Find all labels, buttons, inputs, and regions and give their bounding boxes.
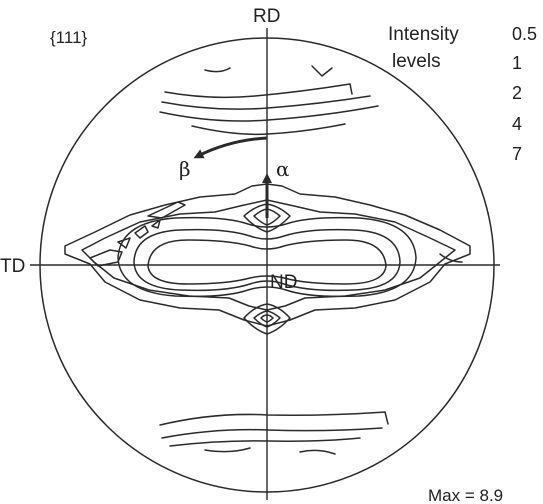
- alpha-label: α: [276, 157, 290, 181]
- contour-islands: [89, 201, 463, 267]
- contour-line: [253, 208, 281, 226]
- legend-level: 2: [512, 83, 522, 103]
- legend-title-line1: Intensity: [388, 24, 459, 45]
- contour-line: [243, 303, 291, 335]
- contour-line: [243, 203, 291, 233]
- beta-arrow: [193, 136, 268, 159]
- contour-line: [64, 183, 471, 327]
- contour-line: [204, 447, 251, 453]
- contour-line: [204, 67, 231, 73]
- contour-line: [191, 123, 346, 136]
- beta-label: β: [179, 157, 191, 181]
- contour-line: [439, 253, 463, 263]
- contour-group-bottom: [159, 411, 389, 455]
- td-label: TD: [0, 256, 25, 277]
- legend-level: 0.5: [512, 24, 537, 44]
- contour-line: [169, 437, 361, 447]
- contour-line: [161, 95, 371, 110]
- contour-line: [161, 427, 383, 439]
- contour-peaks: [243, 203, 291, 335]
- contour-line: [260, 314, 274, 323]
- contour-group-top: [159, 65, 379, 136]
- contour-line: [159, 411, 389, 426]
- plane-label: {111}: [50, 28, 88, 47]
- legend-level: 1: [512, 53, 522, 73]
- contour-line: [159, 105, 379, 122]
- contour-line: [117, 216, 417, 298]
- contour-line: [311, 65, 333, 77]
- contour-group-center: [64, 183, 471, 327]
- contour-line: [147, 201, 186, 219]
- contour-line: [253, 310, 281, 328]
- contour-line: [89, 249, 123, 267]
- contour-line: [117, 237, 131, 249]
- contour-line: [133, 228, 401, 292]
- rd-label: RD: [253, 6, 280, 27]
- legend-title-line2: levels: [392, 51, 441, 72]
- max-label: Max = 8.9: [428, 486, 503, 504]
- legend-level: 4: [512, 114, 522, 134]
- contour-line: [134, 225, 149, 239]
- legend-level: 7: [512, 144, 522, 164]
- nd-label: ND: [270, 272, 297, 293]
- contour-line: [151, 219, 161, 229]
- contour-line: [164, 83, 353, 99]
- contour-line: [299, 449, 336, 455]
- contour-line: [147, 239, 387, 285]
